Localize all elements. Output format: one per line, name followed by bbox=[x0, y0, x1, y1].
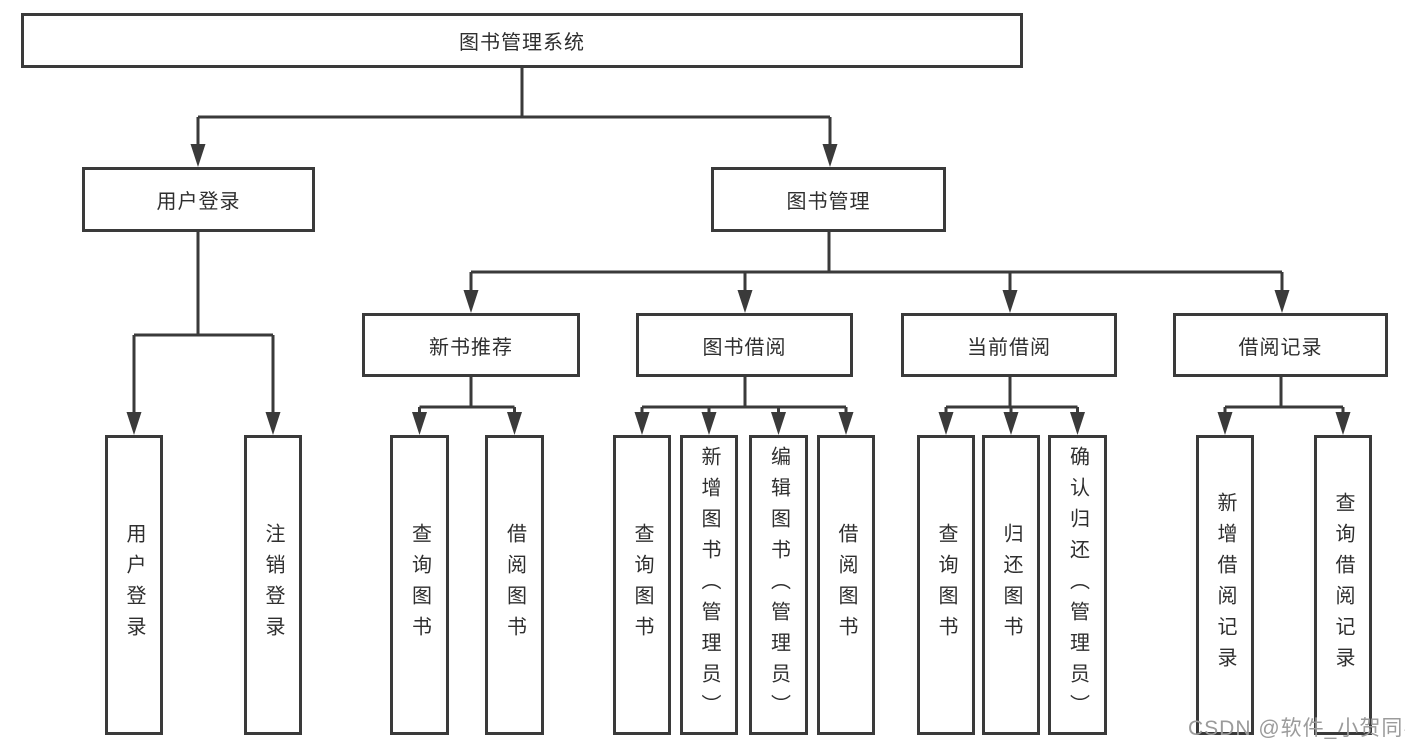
node-new-book-recommendation: 新书推荐 bbox=[362, 313, 580, 377]
node-library-management-system: 图书管理系统 bbox=[21, 13, 1023, 68]
node-label: 图书管理系统 bbox=[459, 32, 585, 54]
node-label: 新增借阅记录 bbox=[1214, 492, 1236, 678]
node-book-borrowing: 图书借阅 bbox=[636, 313, 853, 377]
node-label: 借阅图书 bbox=[835, 523, 857, 647]
node-label: 注销登录 bbox=[262, 523, 284, 647]
csdn-watermark: CSDN @软件_小贺同学 bbox=[1188, 717, 1405, 740]
leaf-confirm-return-admin: 确认归还（管理员） bbox=[1048, 435, 1107, 735]
node-borrow-records: 借阅记录 bbox=[1173, 313, 1388, 377]
node-label: 查询图书 bbox=[631, 523, 653, 647]
node-label: 当前借阅 bbox=[967, 336, 1051, 359]
node-label: 新书推荐 bbox=[429, 336, 513, 359]
node-label: 用户登录 bbox=[123, 523, 145, 647]
node-label: 查询图书 bbox=[408, 523, 431, 647]
leaf-logout: 注销登录 bbox=[244, 435, 302, 735]
leaf-query-books-3: 查询图书 bbox=[917, 435, 975, 735]
node-user-login: 用户登录 bbox=[82, 167, 315, 232]
leaf-return-books: 归还图书 bbox=[982, 435, 1040, 735]
leaf-add-borrow-record: 新增借阅记录 bbox=[1196, 435, 1254, 735]
leaf-borrow-books-2: 借阅图书 bbox=[817, 435, 875, 735]
leaf-edit-books-admin: 编辑图书（管理员） bbox=[749, 435, 808, 735]
node-current-borrowing: 当前借阅 bbox=[901, 313, 1117, 377]
node-label: 编辑图书（管理员） bbox=[767, 445, 790, 725]
node-label: 图书管理 bbox=[786, 191, 871, 213]
node-label: 图书借阅 bbox=[702, 336, 787, 359]
node-label: 用户登录 bbox=[156, 191, 241, 213]
arrowhead-icons bbox=[126, 144, 1351, 435]
node-label: 归还图书 bbox=[1000, 523, 1022, 647]
node-label: 查询借阅记录 bbox=[1332, 492, 1354, 678]
leaf-query-borrow-record: 查询借阅记录 bbox=[1314, 435, 1372, 735]
node-label: 新增图书（管理员） bbox=[698, 445, 720, 725]
node-label: 查询图书 bbox=[935, 523, 957, 647]
node-label: 确认归还（管理员） bbox=[1066, 445, 1089, 725]
leaf-query-books-2: 查询图书 bbox=[613, 435, 671, 735]
leaf-add-books-admin: 新增图书（管理员） bbox=[680, 435, 738, 735]
node-label: 借阅记录 bbox=[1238, 336, 1323, 359]
leaf-user-login: 用户登录 bbox=[105, 435, 163, 735]
leaf-borrow-books-1: 借阅图书 bbox=[485, 435, 544, 735]
node-label: 借阅图书 bbox=[503, 523, 526, 647]
leaf-query-books-1: 查询图书 bbox=[390, 435, 449, 735]
node-book-management: 图书管理 bbox=[711, 167, 946, 232]
